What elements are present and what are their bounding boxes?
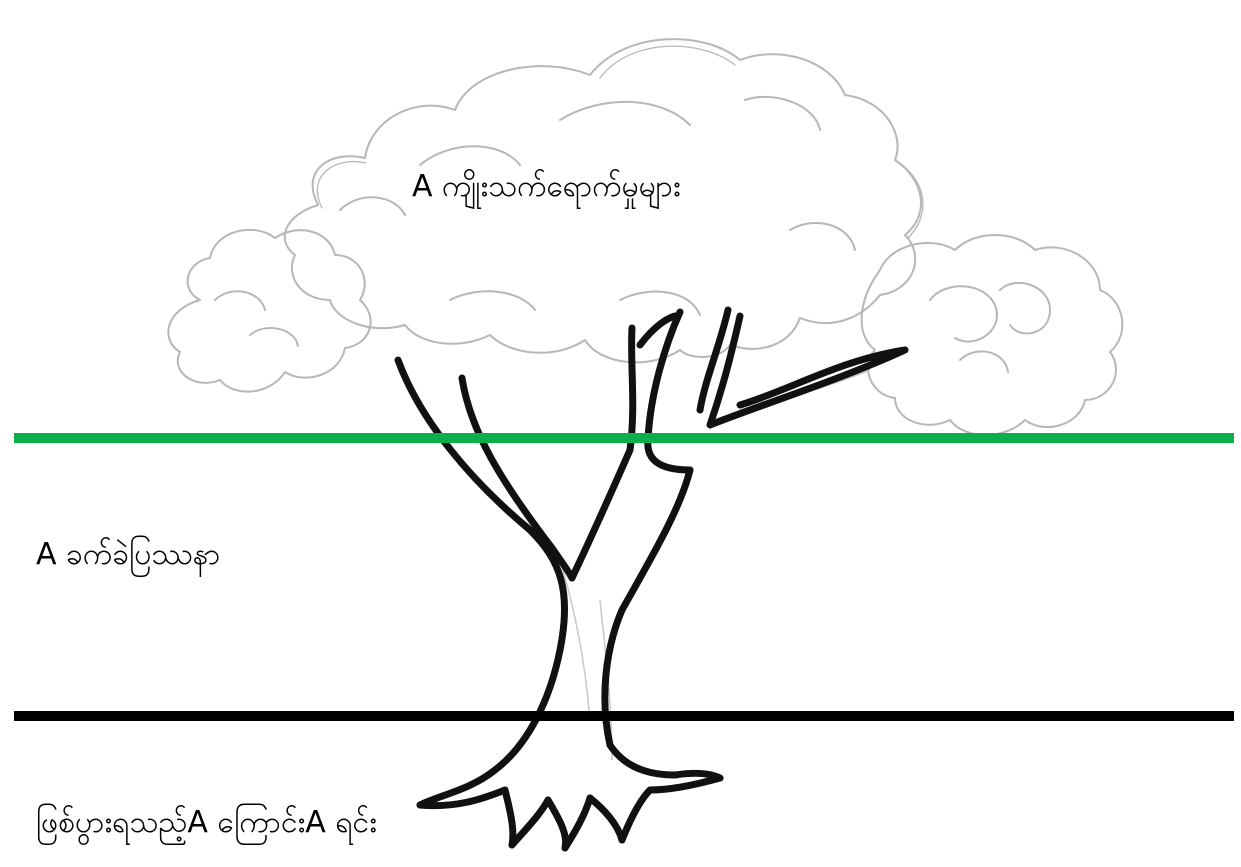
tree-crown: [168, 39, 1122, 435]
problem-label: A ခက်ခဲပြဿနာ: [36, 540, 221, 570]
causes-label: ဖြစ်ပွားရသည့်A ကြောင်းA ရင်း: [36, 808, 377, 838]
effects-label: A ကျိုးသက်ရောက်မှုများ: [412, 172, 681, 202]
tree-trunk: [398, 310, 905, 848]
